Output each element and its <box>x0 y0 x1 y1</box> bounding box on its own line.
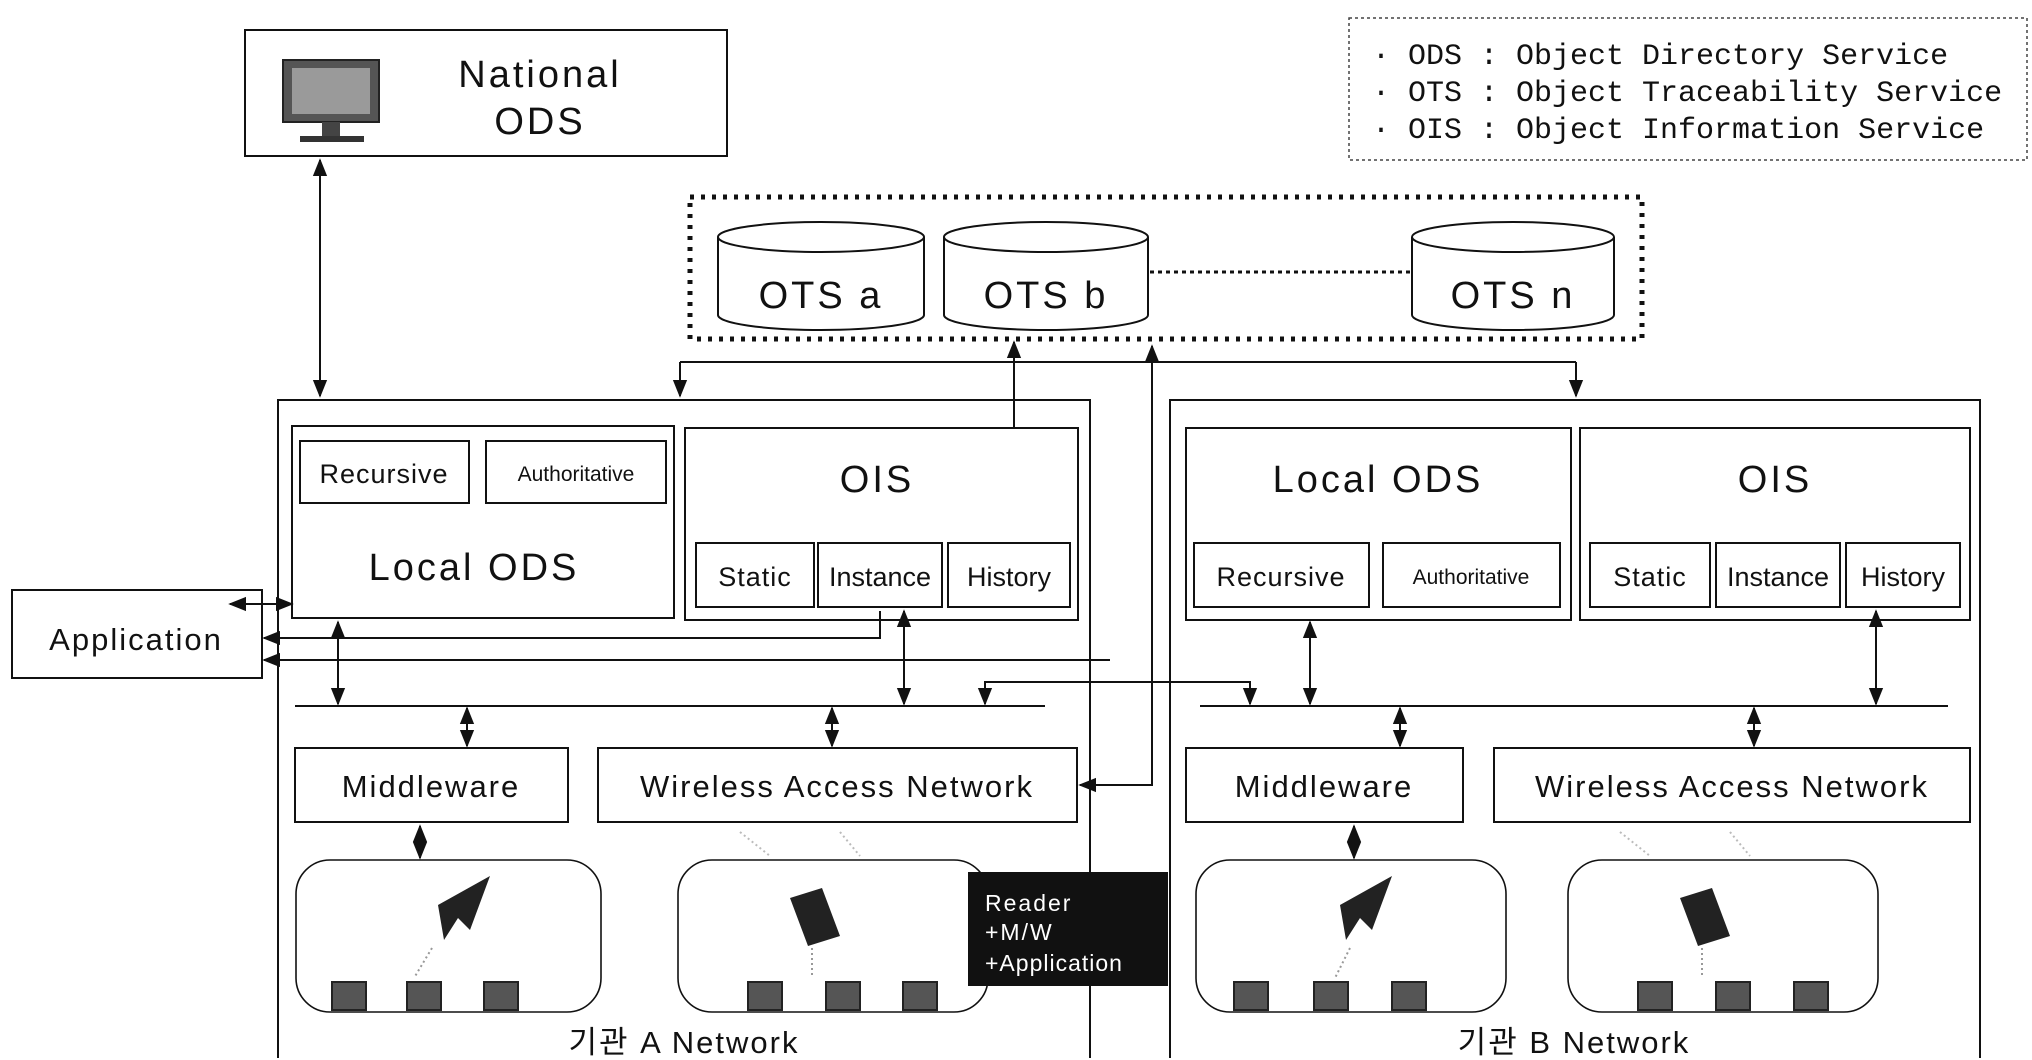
network-b: Local ODS Recursive Authoritative OIS St… <box>1169 399 1981 1060</box>
application-box: Application <box>11 589 263 679</box>
rfid-tag-icon <box>1793 981 1829 1011</box>
network-b-wireless-box <box>1493 747 1971 823</box>
handheld-reader-icon <box>1680 888 1730 946</box>
network-a-device-group-2 <box>677 831 989 1013</box>
network-a-history-label: History <box>967 562 1052 592</box>
legend-item-ots: · OTS : Object Traceability Service <box>1372 77 2002 111</box>
network-a-authoritative-box <box>485 440 667 504</box>
network-a-recursive-box <box>299 440 470 504</box>
network-a-wireless-box <box>597 747 1078 823</box>
network-b-local-ods-title: Local ODS <box>1273 459 1484 501</box>
network-b-ois-title: OIS <box>1738 459 1812 501</box>
network-b-wireless-label: Wireless Access Network <box>1535 769 1929 804</box>
network-b-authoritative-box <box>1382 542 1561 608</box>
ots-a-label: OTS a <box>759 275 884 317</box>
network-a-instance-box <box>817 542 943 608</box>
reader-note-line2: +M/W <box>985 919 1054 945</box>
network-b-middleware-box <box>1185 747 1464 823</box>
handheld-reader-icon <box>790 888 840 946</box>
network-a-authoritative-label: Authoritative <box>518 463 635 486</box>
wireless-signal-icon <box>1619 831 1751 857</box>
rfid-tag-icon <box>1313 981 1349 1011</box>
network-b-static-box <box>1589 542 1711 608</box>
network-a-device-group-1 <box>295 859 602 1013</box>
network-a-static-box <box>695 542 815 608</box>
rfid-tag-icon <box>1391 981 1427 1011</box>
network-b-history-box <box>1845 542 1961 608</box>
rfid-tag-icon <box>483 981 519 1011</box>
rfid-tag-icon <box>1637 981 1673 1011</box>
ots-n-label: OTS n <box>1451 275 1576 317</box>
national-ods-title-line1: National <box>458 54 621 96</box>
ots-a-database: OTS a <box>717 221 925 331</box>
network-b-instance-box <box>1715 542 1841 608</box>
ots-group: OTS a OTS b OTS n <box>687 194 1645 342</box>
network-a-recursive-label: Recursive <box>319 459 448 489</box>
network-a-middleware-label: Middleware <box>342 769 521 804</box>
network-a-wireless-label: Wireless Access Network <box>640 769 1034 804</box>
rfid-tag-icon <box>331 981 367 1011</box>
connectors <box>228 158 1884 860</box>
network-b-history-label: History <box>1861 562 1946 592</box>
network-b-middleware-label: Middleware <box>1235 769 1414 804</box>
reader-note: Reader +M/W +Application <box>968 872 1168 986</box>
application-label: Application <box>49 622 223 657</box>
ots-b-label: OTS b <box>984 275 1109 317</box>
rfid-reader-icon <box>1340 876 1392 940</box>
network-b-recursive-label: Recursive <box>1216 562 1345 592</box>
network-a: Recursive Authoritative Local ODS OIS St… <box>277 399 1091 1060</box>
reader-note-line1: Reader <box>985 890 1072 916</box>
rfid-tag-icon <box>1233 981 1269 1011</box>
network-a-label: 기관 A Network <box>569 1025 800 1060</box>
ots-n-database: OTS n <box>1411 221 1615 331</box>
network-b-static-label: Static <box>1613 562 1687 592</box>
network-b-device-group-1 <box>1195 859 1507 1013</box>
network-a-local-ods-title: Local ODS <box>369 547 580 589</box>
wireless-signal-icon <box>739 831 861 857</box>
network-b-recursive-box <box>1193 542 1370 608</box>
rfid-tag-icon <box>747 981 783 1011</box>
rfid-tag-icon <box>825 981 861 1011</box>
legend-item-ods: · ODS : Object Directory Service <box>1372 40 1948 74</box>
national-ods-box: National ODS <box>244 29 728 157</box>
rfid-tag-icon <box>1715 981 1751 1011</box>
reader-note-line3: +Application <box>985 950 1123 976</box>
network-b-authoritative-label: Authoritative <box>1413 566 1530 589</box>
legend: · ODS : Object Directory Service · OTS :… <box>1348 17 2028 161</box>
network-a-static-label: Static <box>718 562 792 592</box>
network-b-device-group-2 <box>1567 831 1879 1013</box>
network-a-history-box <box>947 542 1071 608</box>
national-ods-title-line2: ODS <box>494 101 585 143</box>
rfid-tag-icon <box>406 981 442 1011</box>
network-b-label: 기관 B Network <box>1458 1025 1691 1060</box>
rfid-reader-icon <box>438 876 490 940</box>
legend-item-ois: · OIS : Object Information Service <box>1372 114 1984 148</box>
ots-b-database: OTS b <box>943 221 1149 331</box>
network-a-ois-title: OIS <box>840 459 914 501</box>
rfid-tag-icon <box>902 981 938 1011</box>
monitor-icon <box>282 59 380 142</box>
network-b-instance-label: Instance <box>1727 562 1829 592</box>
network-a-middleware-box <box>294 747 569 823</box>
network-a-instance-label: Instance <box>829 562 931 592</box>
